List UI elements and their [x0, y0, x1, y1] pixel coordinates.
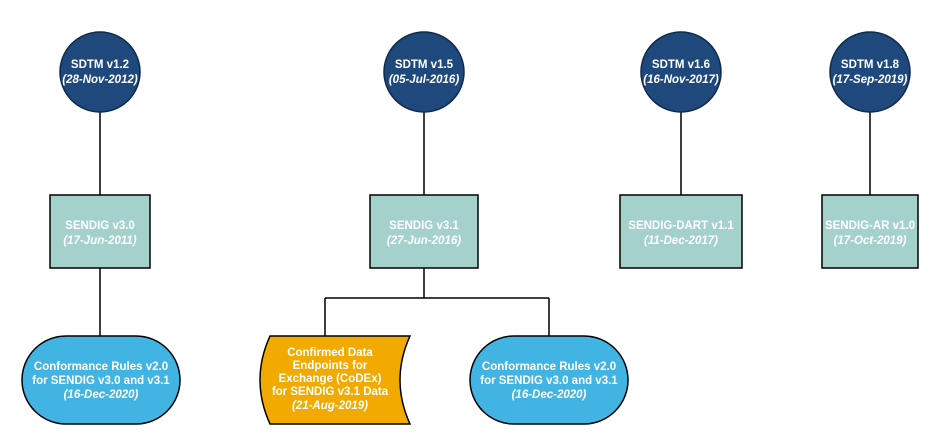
- codex-line2: Endpoints for: [293, 360, 368, 372]
- conformance-rules-node: Conformance Rules v2.0 for SENDIG v3.0 a…: [469, 335, 629, 425]
- sdtm-title: SDTM v1.5: [395, 59, 454, 71]
- rules-line1: Conformance Rules v2.0: [482, 361, 616, 373]
- sdtm-date: (16-Nov-2017): [643, 74, 719, 86]
- sdtm-title: SDTM v1.2: [71, 59, 129, 71]
- sendig-date: (27-Jun-2016): [387, 235, 461, 247]
- sdtm-node: SDTM v1.2 (28-Nov-2012): [59, 31, 141, 113]
- rules-line2: for SENDIG v3.0 and v3.1: [480, 375, 618, 387]
- conformance-rules-node: Conformance Rules v2.0 for SENDIG v3.0 a…: [21, 335, 181, 425]
- sdtm-title: SDTM v1.6: [652, 59, 710, 71]
- sdtm-title: SDTM v1.8: [841, 59, 900, 71]
- codex-node: Confirmed Data Endpoints for Exchange (C…: [259, 335, 412, 425]
- sendig-title: SENDIG v3.1: [389, 220, 459, 232]
- sdtm-date: (17-Sep-2019): [833, 74, 908, 86]
- sendig-node: SENDIG-DART v1.1 (11-Dec-2017): [619, 194, 743, 269]
- codex-line4: for SENDIG v3.1 Data: [272, 386, 389, 398]
- codex-line1: Confirmed Data: [287, 347, 373, 359]
- sendig-node: SENDIG v3.0 (17-Jun-2011): [49, 194, 151, 269]
- sdtm-node: SDTM v1.6 (16-Nov-2017): [640, 31, 722, 113]
- sendig-node: SENDIG v3.1 (27-Jun-2016): [369, 194, 479, 269]
- connectors: [99, 110, 871, 336]
- sendig-date: (17-Jun-2011): [63, 235, 136, 247]
- codex-line3: Exchange (CoDEx): [279, 373, 382, 385]
- sendig-title: SENDIG v3.0: [65, 220, 135, 232]
- sendig-title: SENDIG-DART v1.1: [628, 220, 734, 232]
- sdtm-date: (05-Jul-2016): [389, 74, 459, 86]
- rules-date: (16-Dec-2020): [64, 389, 139, 401]
- sendig-date: (11-Dec-2017): [644, 235, 718, 247]
- sendig-title: SENDIG-AR v1.0: [825, 220, 915, 232]
- rules-date: (16-Dec-2020): [512, 389, 587, 401]
- rules-line1: Conformance Rules v2.0: [34, 361, 168, 373]
- sdtm-date: (28-Nov-2012): [62, 74, 138, 86]
- sdtm-node: SDTM v1.5 (05-Jul-2016): [383, 31, 465, 113]
- codex-date: (21-Aug-2019): [292, 400, 368, 412]
- sdtm-node: SDTM v1.8 (17-Sep-2019): [829, 31, 911, 113]
- rules-line2: for SENDIG v3.0 and v3.1: [32, 375, 170, 387]
- sendig-date: (17-Oct-2019): [834, 235, 907, 247]
- sendig-node: SENDIG-AR v1.0 (17-Oct-2019): [821, 194, 919, 269]
